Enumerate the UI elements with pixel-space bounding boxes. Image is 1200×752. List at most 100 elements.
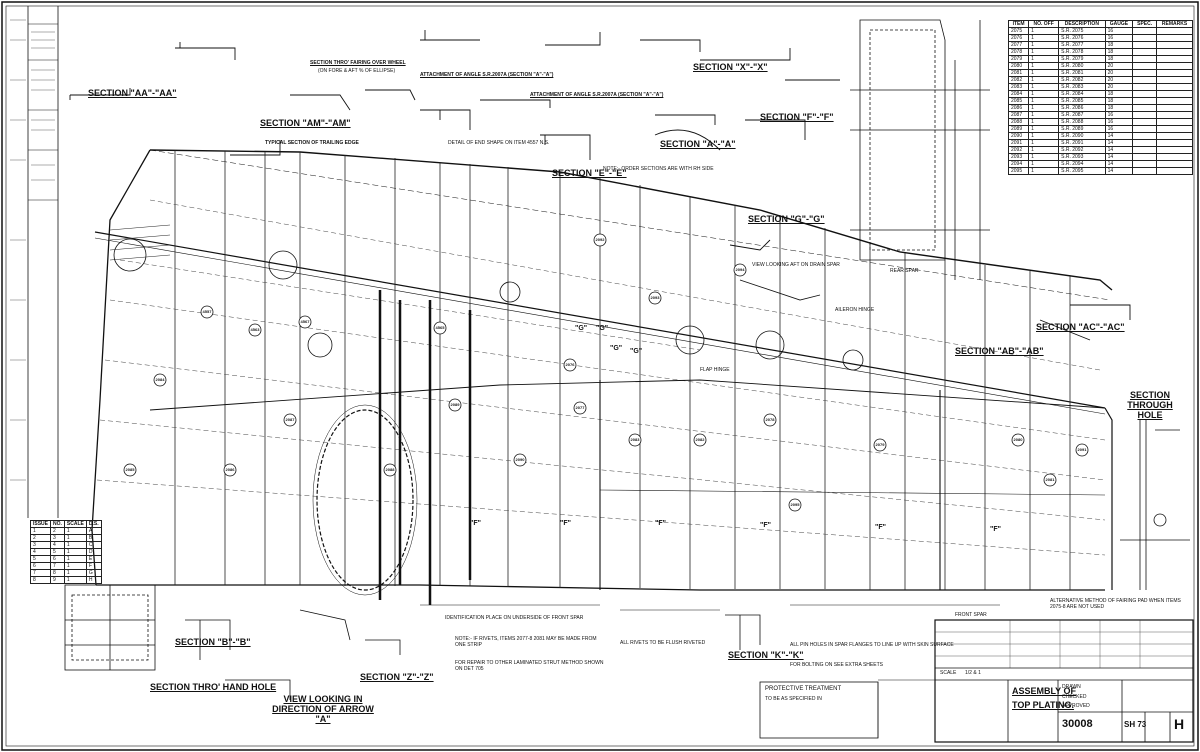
item-bubble-number: 2079 bbox=[875, 442, 885, 447]
item-table-cell bbox=[1156, 34, 1193, 42]
item-table-cell: 1 bbox=[1028, 132, 1060, 140]
item-bubble-number: 2078 bbox=[765, 417, 775, 422]
item-table-cell: 18 bbox=[1104, 41, 1134, 49]
item-table-cell: 18 bbox=[1104, 97, 1134, 105]
section-through-hole-label: SECTION THROUGH HOLE bbox=[1127, 390, 1173, 420]
issue-table-cell: 7 bbox=[29, 569, 52, 577]
item-bubble-number: 2091 bbox=[1077, 447, 1087, 452]
section-kk-label: SECTION "K"-"K" bbox=[728, 650, 804, 660]
flap-boundary bbox=[149, 379, 1106, 411]
issue-table-cell: 2 bbox=[29, 534, 52, 542]
item-bubble-number: 4563 bbox=[250, 327, 260, 332]
item-table-cell bbox=[1156, 139, 1193, 147]
issue-table-cell: B bbox=[85, 534, 102, 542]
item-table-cell: 1 bbox=[1028, 69, 1060, 77]
item-bubble-number: 4557 bbox=[202, 309, 212, 314]
item-table-cell: 2084 bbox=[1007, 90, 1030, 98]
issue-table-cell: 2 bbox=[50, 527, 65, 535]
item-table-cell bbox=[1156, 48, 1193, 56]
item-table-cell: 2078 bbox=[1007, 48, 1030, 56]
issue-table-cell: D bbox=[85, 548, 102, 556]
issue-table-cell: 8 bbox=[29, 576, 52, 584]
section-aa-label: SECTION "A"-"A" bbox=[660, 139, 736, 149]
item-table-cell: S.R. 2092 bbox=[1058, 146, 1106, 154]
note-fairing-sub: (ON FORE & AFT % OF ELLIPSE) bbox=[318, 68, 396, 74]
item-table-cell bbox=[1156, 97, 1193, 105]
item-table-cell: 2089 bbox=[1007, 125, 1030, 133]
item-table-cell bbox=[1156, 111, 1193, 119]
item-bubble-number: 2080 bbox=[1013, 437, 1023, 442]
issue-table-cell: 6 bbox=[29, 562, 52, 570]
protective-treatment: PROTECTIVE TREATMENT bbox=[765, 686, 842, 692]
item-table-cell: S.R. 2089 bbox=[1058, 125, 1106, 133]
item-bubble-number: 2089 bbox=[450, 402, 460, 407]
section-gg-label: SECTION "G"-"G" bbox=[748, 214, 825, 224]
item-bubble-number: 2094 bbox=[735, 267, 745, 272]
section-ab-ab-label: SECTION "AB"-"AB" bbox=[955, 346, 1044, 356]
note-front-spar: FRONT SPAR bbox=[955, 612, 987, 618]
item-table-cell: 2083 bbox=[1007, 83, 1030, 91]
item-table-cell: 14 bbox=[1104, 167, 1134, 175]
item-table-cell: 18 bbox=[1104, 48, 1134, 56]
item-table-cell bbox=[1132, 55, 1158, 63]
item-table-cell: S.R. 2090 bbox=[1058, 132, 1106, 140]
item-table-cell bbox=[1156, 104, 1193, 112]
item-table-cell: 1 bbox=[1028, 76, 1060, 84]
item-table-cell bbox=[1156, 55, 1193, 63]
note-rivets: NOTE:- IF RIVETS, ITEMS 2077-8 2081 MAY … bbox=[455, 636, 597, 648]
item-table-cell: 2075 bbox=[1007, 27, 1030, 35]
item-bubble-number: 4565 bbox=[435, 325, 445, 330]
station-label: "F" bbox=[560, 520, 571, 527]
item-table-cell bbox=[1156, 118, 1193, 126]
item-table-cell bbox=[1156, 41, 1193, 49]
item-table-cell: 2077 bbox=[1007, 41, 1030, 49]
item-table-cell: S.R. 2081 bbox=[1058, 69, 1106, 77]
station-label: "G" bbox=[610, 345, 623, 352]
item-table-cell: 1 bbox=[1028, 167, 1060, 175]
item-table-header: GAUGE bbox=[1104, 20, 1134, 28]
item-table-cell: S.R. 2076 bbox=[1058, 34, 1106, 42]
issue-table-cell: 9 bbox=[50, 576, 65, 584]
station-label: "F" bbox=[990, 526, 1001, 533]
item-table-cell: S.R. 2086 bbox=[1058, 104, 1106, 112]
item-table-cell: 2086 bbox=[1007, 104, 1030, 112]
item-table-cell: 1 bbox=[1028, 125, 1060, 133]
issue-table-header: SCALE bbox=[63, 520, 87, 528]
item-table-cell: 14 bbox=[1104, 153, 1134, 161]
item-table-cell: S.R. 2080 bbox=[1058, 62, 1106, 70]
issue-table-cell: 7 bbox=[50, 562, 65, 570]
station-label: "F" bbox=[760, 522, 771, 529]
item-table-cell: S.R. 2077 bbox=[1058, 41, 1106, 49]
issue-letter: H bbox=[1174, 716, 1185, 732]
item-table-cell: S.R. 2085 bbox=[1058, 97, 1106, 105]
item-table-cell: 20 bbox=[1104, 62, 1134, 70]
item-table-cell: 2094 bbox=[1007, 160, 1030, 168]
item-bubble-number: 2083 bbox=[630, 437, 640, 442]
issue-table-cell: 4 bbox=[50, 541, 65, 549]
note-attach-angle: ATTACHMENT OF ANGLE S.R.2007A (SECTION "… bbox=[420, 72, 554, 78]
issue-table-cell: H bbox=[85, 576, 102, 584]
item-table-header: DESCRIPTION bbox=[1058, 20, 1106, 28]
checked-label: CHECKED bbox=[1062, 694, 1087, 700]
item-table-cell: 1 bbox=[1028, 139, 1060, 147]
item-bubble-number: 2085 bbox=[125, 467, 135, 472]
top-section-profiles bbox=[69, 30, 1131, 341]
issue-table-cell: 8 bbox=[50, 569, 65, 577]
issue-table-cell: E bbox=[85, 555, 102, 563]
section-zz-label: SECTION "Z"-"Z" bbox=[360, 672, 434, 682]
item-bubble-number: 2087 bbox=[285, 417, 295, 422]
item-table-cell bbox=[1132, 83, 1158, 91]
item-table-cell: 18 bbox=[1104, 104, 1134, 112]
item-bubble-number: 2076 bbox=[565, 362, 575, 367]
item-table-header: ITEM bbox=[1007, 20, 1030, 28]
item-bubble-number: 2092 bbox=[595, 237, 605, 242]
item-table: ITEM NO. OFF DESCRIPTION GAUGE SPEC. REM… bbox=[1007, 20, 1193, 175]
through-hole-detail bbox=[1120, 420, 1190, 590]
item-table-cell: 14 bbox=[1104, 160, 1134, 168]
